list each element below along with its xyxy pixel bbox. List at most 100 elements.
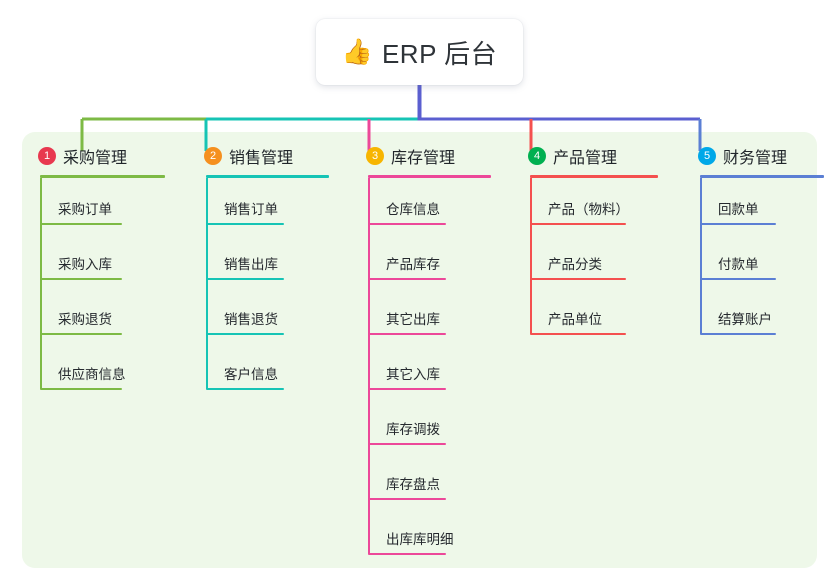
branch-item-label: 回款单: [718, 202, 759, 217]
branch-item[interactable]: 产品（物料）: [512, 178, 658, 233]
branch-spine: [206, 178, 208, 389]
branch-item[interactable]: 产品单位: [512, 288, 658, 343]
branch-item-rule: [206, 278, 284, 280]
branch-item-rule: [530, 223, 626, 225]
branch-column-1: 1 采购管理采购订单采购入库采购退货供应商信息: [22, 144, 165, 398]
branch-item-list: 销售订单销售出库销售退货客户信息: [188, 178, 329, 398]
branch-item[interactable]: 销售订单: [188, 178, 329, 233]
branch-item-list: 回款单付款单结算账户: [682, 178, 824, 343]
branch-item-label: 采购入库: [58, 257, 112, 272]
branches-panel: [22, 132, 817, 568]
branch-item-rule: [40, 388, 122, 390]
branch-item[interactable]: 库存盘点: [350, 453, 491, 508]
branch-spine: [530, 178, 532, 334]
branch-header-4[interactable]: 4 产品管理: [512, 144, 658, 168]
branch-item-rule: [368, 388, 446, 390]
branch-item-label: 客户信息: [224, 367, 278, 382]
branch-item-list: 产品（物料） 产品分类产品单位: [512, 178, 658, 343]
branch-column-4: 4 产品管理产品（物料） 产品分类产品单位: [512, 144, 658, 343]
branch-title: 销售管理: [229, 150, 294, 167]
branch-item-label: 销售订单: [224, 202, 278, 217]
branch-item-rule: [368, 498, 446, 500]
thumbs-up-icon: 👍: [341, 37, 373, 66]
branch-item[interactable]: 出库库明细: [350, 508, 491, 563]
branch-item[interactable]: 仓库信息: [350, 178, 491, 233]
branch-item-rule: [40, 223, 122, 225]
branch-title: 财务管理: [723, 150, 788, 167]
branch-item-label: 采购退货: [58, 312, 112, 327]
branch-title: 采购管理: [63, 150, 128, 167]
branch-number-badge: 5: [698, 147, 716, 165]
branch-item[interactable]: 采购入库: [22, 233, 165, 288]
branch-item-rule: [368, 443, 446, 445]
branch-item[interactable]: 产品库存: [350, 233, 491, 288]
branch-item-rule: [530, 278, 626, 280]
branch-title-rule: [530, 175, 658, 178]
branch-title-rule: [368, 175, 491, 178]
branch-number-badge: 2: [204, 147, 222, 165]
branch-item-rule: [206, 388, 284, 390]
branch-item-label: 销售退货: [224, 312, 278, 327]
branch-item-label: 产品单位: [548, 312, 602, 327]
branch-column-2: 2 销售管理销售订单销售出库销售退货客户信息: [188, 144, 329, 398]
branch-item[interactable]: 回款单: [682, 178, 824, 233]
branch-item[interactable]: 供应商信息: [22, 343, 165, 398]
branch-item[interactable]: 库存调拨: [350, 398, 491, 453]
branch-item-rule: [530, 333, 626, 335]
branch-item[interactable]: 销售退货: [188, 288, 329, 343]
branch-title-rule: [40, 175, 165, 178]
branch-item-list: 采购订单采购入库采购退货供应商信息: [22, 178, 165, 398]
branch-item-label: 出库库明细: [386, 532, 454, 547]
branch-number-badge: 4: [528, 147, 546, 165]
branch-header-2[interactable]: 2 销售管理: [188, 144, 329, 168]
branch-item-label: 仓库信息: [386, 202, 440, 217]
branch-spine: [368, 178, 370, 554]
branch-item-rule: [700, 278, 776, 280]
branch-item-label: 付款单: [718, 257, 759, 272]
branch-item-label: 库存盘点: [386, 477, 440, 492]
branch-title-rule: [206, 175, 329, 178]
branch-item-rule: [368, 553, 446, 555]
branch-item-label: 销售出库: [224, 257, 278, 272]
branch-item-rule: [206, 223, 284, 225]
branch-item[interactable]: 产品分类: [512, 233, 658, 288]
root-node[interactable]: 👍 ERP 后台: [316, 19, 523, 85]
branch-item-rule: [368, 278, 446, 280]
branch-item-label: 库存调拨: [386, 422, 440, 437]
branch-item-rule: [700, 333, 776, 335]
branch-column-5: 5 财务管理回款单付款单结算账户: [682, 144, 824, 343]
branch-spine: [700, 178, 702, 334]
branch-item-label: 供应商信息: [58, 367, 126, 382]
branch-spine: [40, 178, 42, 389]
branch-item-label: 结算账户: [718, 312, 772, 327]
branch-item-rule: [700, 223, 776, 225]
branch-item[interactable]: 付款单: [682, 233, 824, 288]
branch-item[interactable]: 其它出库: [350, 288, 491, 343]
branch-item[interactable]: 其它入库: [350, 343, 491, 398]
branch-item[interactable]: 客户信息: [188, 343, 329, 398]
branch-item-label: 其它出库: [386, 312, 440, 327]
branch-item-rule: [368, 333, 446, 335]
branch-title-rule: [700, 175, 824, 178]
branch-item-label: 产品分类: [548, 257, 602, 272]
root-title: ERP 后台: [381, 38, 498, 69]
branch-title: 产品管理: [553, 150, 618, 167]
branch-item-label: 采购订单: [58, 202, 112, 217]
branch-title: 库存管理: [391, 150, 456, 167]
branch-item-list: 仓库信息产品库存其它出库其它入库库存调拨库存盘点出库库明细: [350, 178, 491, 563]
branch-item[interactable]: 结算账户: [682, 288, 824, 343]
branch-item[interactable]: 采购订单: [22, 178, 165, 233]
branch-header-1[interactable]: 1 采购管理: [22, 144, 165, 168]
branch-item[interactable]: 销售出库: [188, 233, 329, 288]
branch-item-rule: [206, 333, 284, 335]
branch-header-5[interactable]: 5 财务管理: [682, 144, 824, 168]
branch-item-rule: [368, 223, 446, 225]
branch-number-badge: 1: [38, 147, 56, 165]
branch-item-label: 产品库存: [386, 257, 440, 272]
branch-item-rule: [40, 278, 122, 280]
branch-item[interactable]: 采购退货: [22, 288, 165, 343]
branch-item-rule: [40, 333, 122, 335]
